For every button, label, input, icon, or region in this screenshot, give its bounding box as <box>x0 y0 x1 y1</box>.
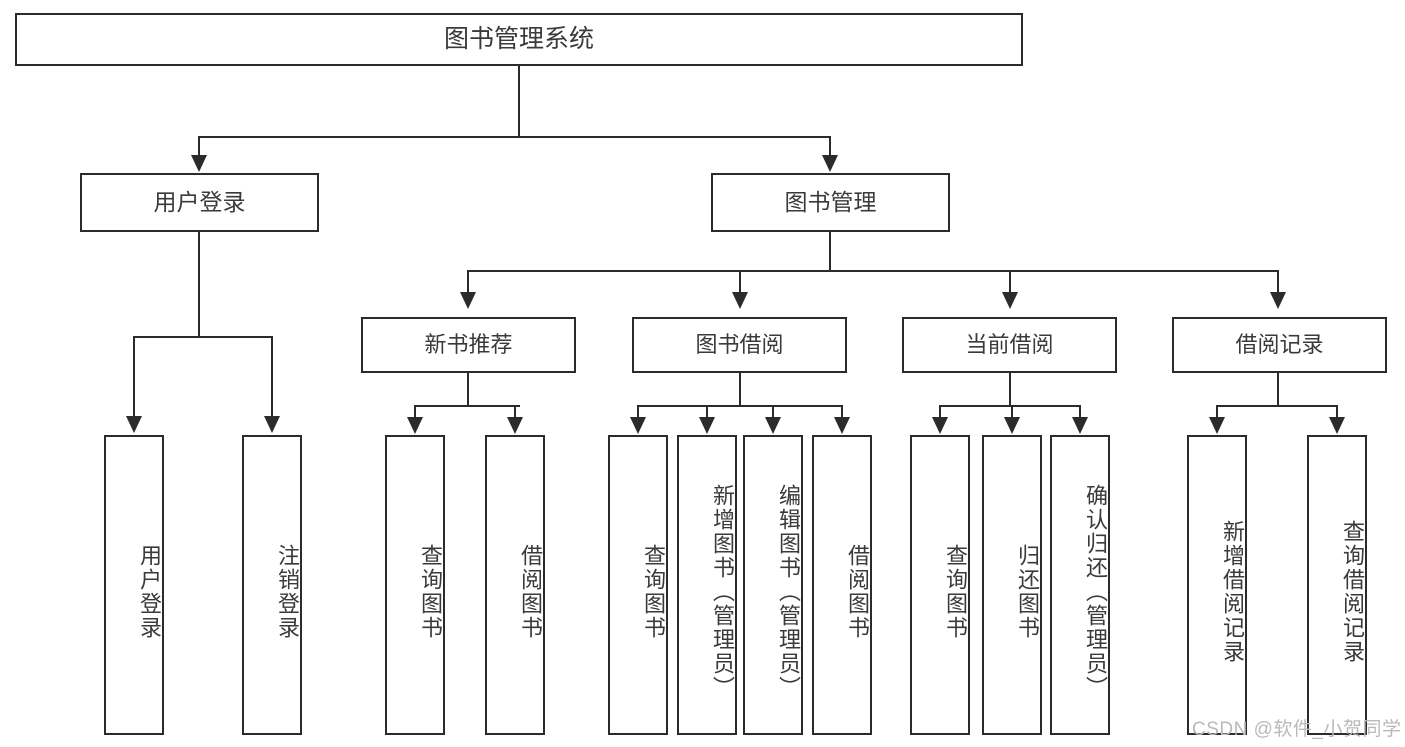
arrow-to-edit-book <box>765 417 781 434</box>
connector-record-to-leaf2 <box>1336 405 1338 419</box>
arrow-to-book-management <box>822 155 838 172</box>
connector-current-to-leaf2 <box>1011 405 1013 419</box>
connector-root-to-bookmgmt <box>829 136 831 158</box>
arrow-to-user-login <box>191 155 207 172</box>
arrow-to-query-record <box>1329 417 1345 434</box>
leaf-edit-book-admin[interactable]: 编辑图书（管理员） <box>743 435 803 735</box>
leaf-query-book-current[interactable]: 查询图书 <box>910 435 970 735</box>
node-label: 确认归还（管理员） <box>1083 484 1108 700</box>
connector-root-bar <box>198 136 830 138</box>
arrow-to-query-book-c <box>932 417 948 434</box>
arrow-to-logout-leaf <box>264 416 280 433</box>
connector-borrow-to-leaf4 <box>841 405 843 419</box>
leaf-query-borrow-record[interactable]: 查询借阅记录 <box>1307 435 1367 735</box>
arrow-to-query-book-b <box>630 417 646 434</box>
node-label: 查询图书 <box>943 544 968 640</box>
node-label: 图书管理系统 <box>443 24 594 53</box>
connector-borrow-to-leaf2 <box>706 405 708 419</box>
node-label: 新书推荐 <box>424 332 513 358</box>
connector-login-stem <box>198 232 200 337</box>
connector-bookmgmt-bar <box>467 270 1278 272</box>
connector-record-stem <box>1277 373 1279 406</box>
arrow-to-return-book <box>1004 417 1020 434</box>
leaf-add-book-admin[interactable]: 新增图书（管理员） <box>677 435 737 735</box>
leaf-user-login[interactable]: 用户登录 <box>104 435 164 735</box>
node-label: 注销登录 <box>275 544 300 640</box>
node-label: 借阅图书 <box>845 544 870 640</box>
arrow-to-user-login-leaf <box>126 416 142 433</box>
leaf-borrow-book[interactable]: 借阅图书 <box>812 435 872 735</box>
leaf-borrow-book-newbook[interactable]: 借阅图书 <box>485 435 545 735</box>
arrow-to-book-borrow <box>732 292 748 309</box>
arrow-to-confirm-return <box>1072 417 1088 434</box>
node-book-borrow[interactable]: 图书借阅 <box>632 317 847 373</box>
arrow-to-current-borrow <box>1002 292 1018 309</box>
leaf-query-book-newbook[interactable]: 查询图书 <box>385 435 445 735</box>
arrow-to-borrow-book-b <box>834 417 850 434</box>
node-label: 查询图书 <box>418 544 443 640</box>
arrow-to-add-record <box>1209 417 1225 434</box>
arrow-to-query-book-a <box>407 417 423 434</box>
node-label: 查询借阅记录 <box>1340 520 1365 664</box>
node-new-book-recommend[interactable]: 新书推荐 <box>361 317 576 373</box>
node-current-borrow[interactable]: 当前借阅 <box>902 317 1117 373</box>
connector-bookmgmt-to-record <box>1277 270 1279 294</box>
node-book-management[interactable]: 图书管理 <box>711 173 950 232</box>
connector-login-to-leaf2 <box>271 336 273 418</box>
connector-bookmgmt-stem <box>829 232 831 271</box>
connector-borrow-to-leaf3 <box>772 405 774 419</box>
node-borrow-record[interactable]: 借阅记录 <box>1172 317 1387 373</box>
connector-newbook-bar <box>414 405 520 407</box>
connector-newbook-to-leaf2 <box>514 405 516 419</box>
connector-newbook-stem <box>467 373 469 406</box>
connector-record-bar <box>1216 405 1337 407</box>
node-label: 查询图书 <box>641 544 666 640</box>
connector-login-to-leaf1 <box>133 336 135 418</box>
arrow-to-add-book <box>699 417 715 434</box>
connector-root-stem <box>518 66 520 137</box>
connector-bookmgmt-to-newbook <box>467 270 469 294</box>
node-label: 新增图书（管理员） <box>710 484 735 700</box>
connector-borrow-stem <box>739 373 741 406</box>
connector-bookmgmt-to-borrow <box>739 270 741 294</box>
connector-record-to-leaf1 <box>1216 405 1218 419</box>
connector-newbook-to-leaf1 <box>414 405 416 419</box>
node-label: 借阅记录 <box>1235 332 1324 358</box>
csdn-watermark: CSDN @软件_小贺同学 <box>1192 719 1402 740</box>
node-label: 借阅图书 <box>518 544 543 640</box>
leaf-add-borrow-record[interactable]: 新增借阅记录 <box>1187 435 1247 735</box>
connector-borrow-to-leaf1 <box>637 405 639 419</box>
node-label: 当前借阅 <box>965 332 1054 358</box>
leaf-query-book-borrow[interactable]: 查询图书 <box>608 435 668 735</box>
arrow-to-new-book-rec <box>460 292 476 309</box>
leaf-confirm-return-admin[interactable]: 确认归还（管理员） <box>1050 435 1110 735</box>
leaf-return-book[interactable]: 归还图书 <box>982 435 1042 735</box>
node-label: 归还图书 <box>1015 544 1040 640</box>
node-label: 图书借阅 <box>695 332 784 358</box>
node-user-login[interactable]: 用户登录 <box>80 173 319 232</box>
node-label: 用户登录 <box>137 544 162 640</box>
connector-current-stem <box>1009 373 1011 406</box>
node-label: 编辑图书（管理员） <box>776 484 801 700</box>
node-label: 新增借阅记录 <box>1220 520 1245 664</box>
arrow-to-borrow-record <box>1270 292 1286 309</box>
node-label: 图书管理 <box>784 188 877 215</box>
node-label: 用户登录 <box>153 188 246 215</box>
connector-bookmgmt-to-current <box>1009 270 1011 294</box>
leaf-logout[interactable]: 注销登录 <box>242 435 302 735</box>
connector-current-to-leaf1 <box>939 405 941 419</box>
connector-current-bar <box>939 405 1080 407</box>
node-root-system[interactable]: 图书管理系统 <box>15 13 1023 66</box>
connector-login-bar <box>133 336 272 338</box>
connector-borrow-bar <box>637 405 842 407</box>
connector-root-to-login <box>198 136 200 158</box>
arrow-to-borrow-book-a <box>507 417 523 434</box>
connector-current-to-leaf3 <box>1079 405 1081 419</box>
